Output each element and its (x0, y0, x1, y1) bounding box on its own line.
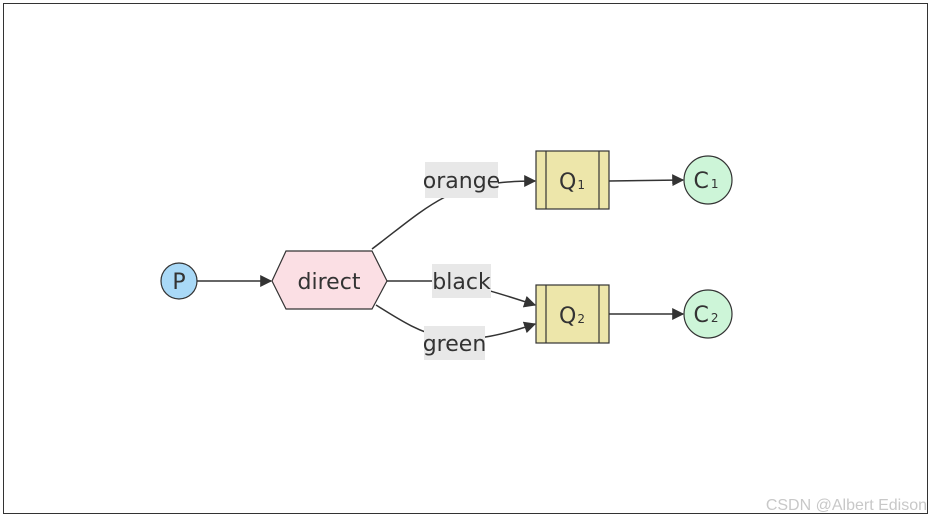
diagram-frame (3, 3, 928, 514)
edge-label-green: green (423, 326, 487, 360)
queue1-node: Q1 (535, 150, 610, 210)
edge-label-orange-bg (425, 162, 498, 198)
edge-queue1-consumer1 (608, 174, 685, 187)
queue1-label: Q1 (559, 170, 585, 195)
edge-label-black-bg (432, 264, 491, 298)
exchange-node: direct (271, 250, 388, 310)
queue2-node: Q2 (535, 284, 610, 344)
edge-label-green-bg (424, 326, 485, 360)
producer-node: P (160, 262, 198, 300)
edge-label-orange-text: orange (423, 169, 500, 194)
queue2-label: Q2 (559, 304, 585, 329)
watermark: CSDN @Albert Edison (765, 497, 927, 514)
exchange-label: direct (298, 270, 361, 295)
producer-label: P (172, 270, 185, 295)
edge-label-green-text: green (423, 332, 487, 357)
edge-label-black: black (432, 264, 491, 298)
edge-label-black-text: black (432, 270, 491, 295)
edge-label-orange: orange (423, 162, 500, 198)
